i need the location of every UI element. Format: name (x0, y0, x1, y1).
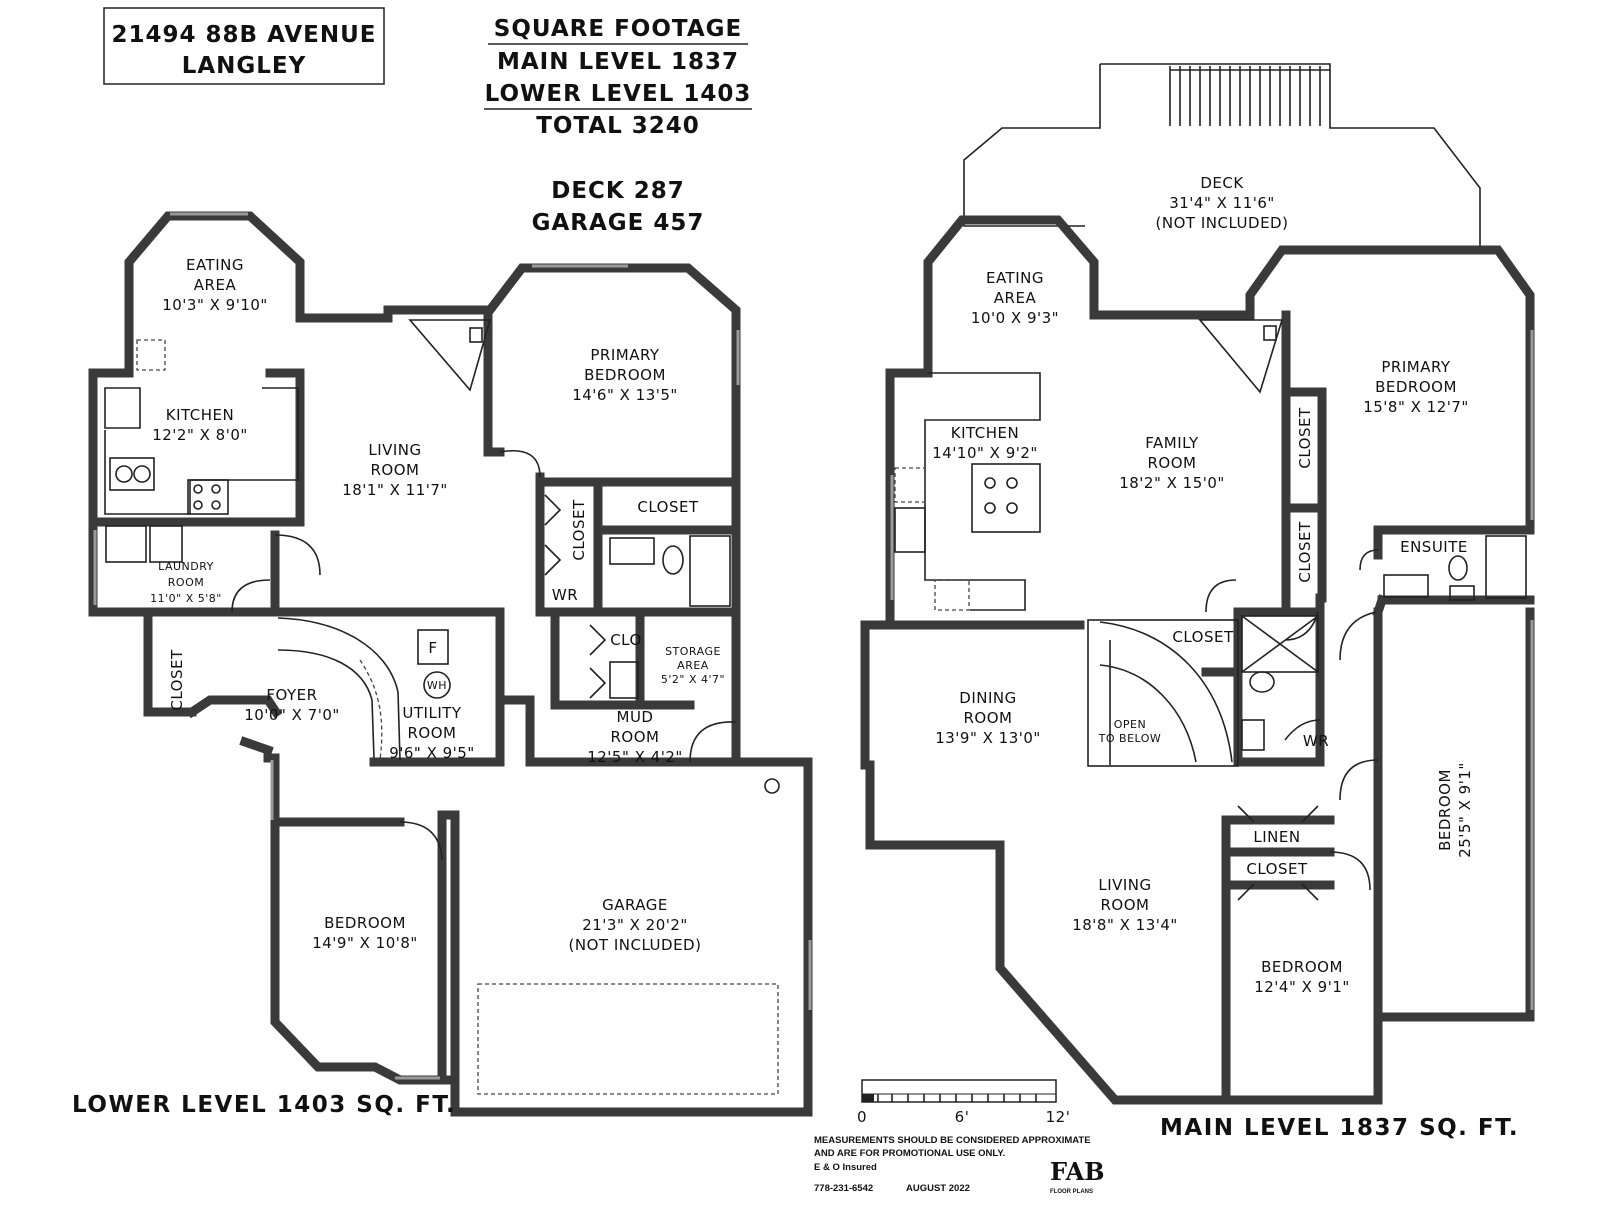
footer-note-3: E & O Insured (814, 1162, 877, 1173)
main-living-dims: 18'8" X 13'4" (1072, 916, 1178, 934)
main-open1: OPEN (1114, 718, 1146, 731)
lower-clo: CLO (610, 631, 642, 649)
lower-utility-name1: UTILITY (402, 704, 462, 722)
lower-laundry-dims: 11'0" X 5'8" (150, 592, 222, 605)
lower-closet-big: CLOSET (637, 498, 699, 516)
lower-primary-name1: PRIMARY (590, 346, 660, 364)
lower-storage-dims: 5'2" X 4'7" (661, 673, 725, 686)
lower-living-name1: LIVING (368, 441, 421, 459)
lower-foyer-dims: 10'0" X 7'0" (244, 706, 340, 724)
lower-storage-name1: STORAGE (665, 645, 721, 658)
lower-eating-name2: AREA (194, 276, 237, 294)
lower-garage-dims: 21'3" X 20'2" (582, 916, 688, 934)
fab-logo-sub: FLOOR PLANS (1050, 1189, 1093, 1195)
address-line-2: LANGLEY (182, 53, 307, 79)
main-family-dims: 18'2" X 15'0" (1119, 474, 1225, 492)
lower-living-name2: ROOM (371, 461, 420, 479)
lower-mud-name2: ROOM (611, 728, 660, 746)
sq-main: MAIN LEVEL 1837 (497, 49, 739, 75)
main-level-caption: MAIN LEVEL 1837 SQ. FT. (1160, 1115, 1519, 1141)
lower-bedroom-dims: 14'9" X 10'8" (312, 934, 418, 952)
lower-laundry-name1: LAUNDRY (158, 560, 214, 573)
main-deck-note: (NOT INCLUDED) (1156, 214, 1289, 232)
main-bedroom-dims: 12'4" X 9'1" (1254, 978, 1350, 996)
main-open2: TO BELOW (1098, 732, 1162, 745)
main-closet2: CLOSET (1296, 521, 1314, 583)
main-linen: LINEN (1253, 828, 1300, 846)
main-ensuite: ENSUITE (1400, 538, 1468, 556)
main-family-name2: ROOM (1148, 454, 1197, 472)
main-closet3: CLOSET (1246, 860, 1308, 878)
lower-eating-dims: 10'3" X 9'10" (162, 296, 268, 314)
lower-foyer-name: FOYER (266, 686, 317, 704)
scale-tick-0: 0 (857, 1108, 867, 1126)
lower-furnace: F (428, 639, 437, 657)
main-primary-name2: BEDROOM (1375, 378, 1457, 396)
main-dining-dims: 13'9" X 13'0" (935, 729, 1041, 747)
main-eating-dims: 10'0 X 9'3" (971, 309, 1059, 327)
scale-bar (861, 1079, 1057, 1103)
main-kitchen-dims: 14'10" X 9'2" (932, 444, 1038, 462)
lower-water-heater: WH (427, 679, 447, 692)
main-bedroom-name: BEDROOM (1261, 958, 1343, 976)
lower-level-plan (88, 211, 813, 1117)
lower-storage-name2: AREA (677, 659, 709, 672)
main-bedroom-right-name: BEDROOM (1436, 769, 1454, 851)
deck-sqft: DECK 287 (551, 178, 685, 204)
footer-note-2: AND ARE FOR PROMOTIONAL USE ONLY. (814, 1148, 1005, 1159)
scale-tick-12: 12' (1046, 1108, 1071, 1126)
lower-closet-vert: CLOSET (570, 499, 588, 561)
garage-sqft: GARAGE 457 (532, 210, 705, 236)
lower-laundry-name2: ROOM (168, 576, 204, 589)
fab-logo: FAB (1050, 1157, 1105, 1186)
lower-garage-name: GARAGE (602, 896, 668, 914)
main-bedroom-right-dims: 25'5" X 9'1" (1456, 762, 1474, 858)
lower-eating-name1: EATING (186, 256, 244, 274)
footer-date: AUGUST 2022 (906, 1183, 970, 1194)
main-family-name1: FAMILY (1145, 434, 1199, 452)
main-wr: WR (1303, 732, 1329, 750)
main-closet-stair: CLOSET (1172, 628, 1234, 646)
main-dining-name1: DINING (959, 689, 1016, 707)
sq-lower: LOWER LEVEL 1403 (485, 81, 752, 107)
main-closet1: CLOSET (1296, 407, 1314, 469)
main-dining-name2: ROOM (964, 709, 1013, 727)
address-line-1: 21494 88B AVENUE (112, 22, 377, 48)
main-level-plan (860, 63, 1535, 1105)
main-eating-name2: AREA (994, 289, 1037, 307)
lower-utility-dims: 9'6" X 9'5" (389, 744, 475, 762)
lower-primary-dims: 14'6" X 13'5" (572, 386, 678, 404)
lower-garage-note: (NOT INCLUDED) (569, 936, 702, 954)
address-box (103, 7, 385, 85)
deck-stairs (1169, 66, 1321, 126)
lower-wr: WR (552, 586, 578, 604)
lower-primary-name2: BEDROOM (584, 366, 666, 384)
lower-mud-dims: 12'5" X 4'2" (587, 748, 683, 766)
main-eating-name1: EATING (986, 269, 1044, 287)
main-kitchen-name: KITCHEN (951, 424, 1020, 442)
lower-kitchen-name: KITCHEN (166, 406, 235, 424)
lower-closet-left: CLOSET (168, 649, 186, 711)
lower-bedroom-name: BEDROOM (324, 914, 406, 932)
main-primary-name1: PRIMARY (1381, 358, 1451, 376)
sq-title: SQUARE FOOTAGE (494, 16, 742, 42)
main-deck-dims: 31'4" X 11'6" (1169, 194, 1275, 212)
main-living-name2: ROOM (1101, 896, 1150, 914)
lower-mud-name1: MUD (617, 708, 654, 726)
main-primary-dims: 15'8" X 12'7" (1363, 398, 1469, 416)
lower-level-caption: LOWER LEVEL 1403 SQ. FT. (72, 1092, 456, 1118)
main-living-name1: LIVING (1098, 876, 1151, 894)
scale-tick-6: 6' (955, 1108, 970, 1126)
lower-kitchen-dims: 12'2" X 8'0" (152, 426, 248, 444)
lower-living-dims: 18'1" X 11'7" (342, 481, 448, 499)
footer-note-1: MEASUREMENTS SHOULD BE CONSIDERED APPROX… (814, 1135, 1091, 1146)
sq-total: TOTAL 3240 (536, 113, 700, 139)
lower-utility-name2: ROOM (408, 724, 457, 742)
footer-phone: 778-231-6542 (814, 1183, 873, 1194)
main-deck-name: DECK (1200, 174, 1244, 192)
